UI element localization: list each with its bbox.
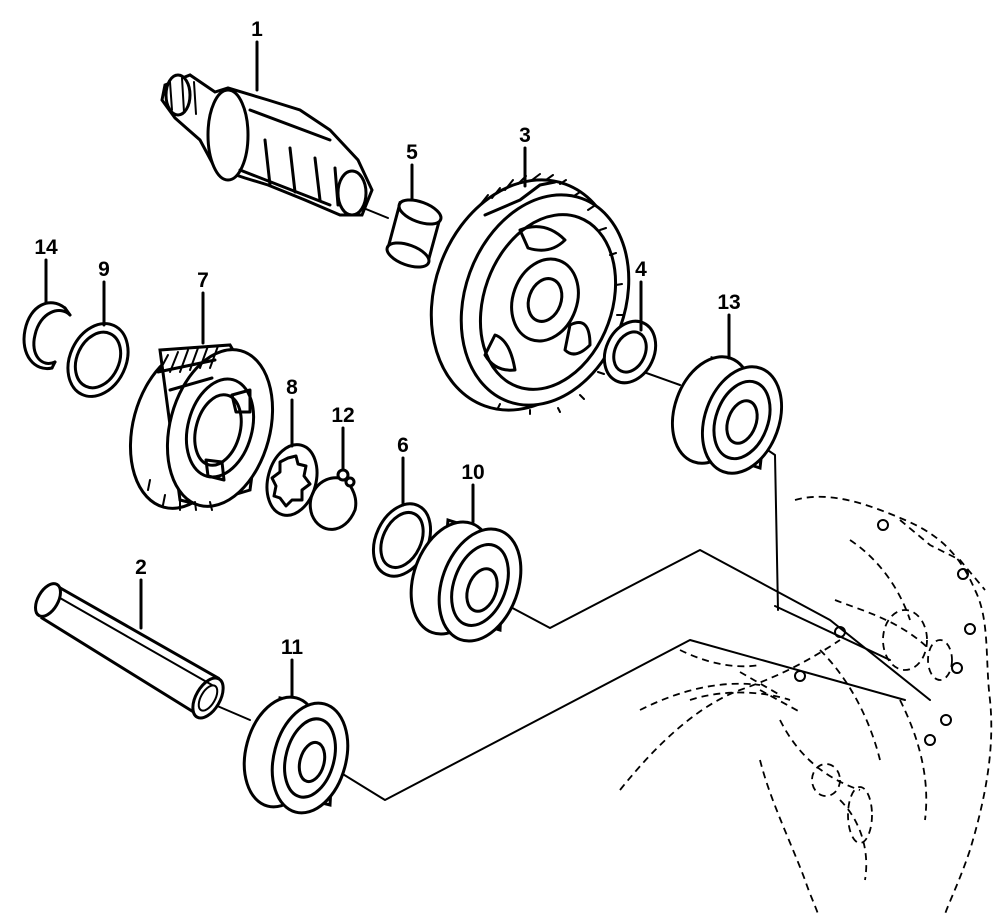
callout-12: 12: [331, 404, 354, 427]
callout-5: 5: [406, 141, 418, 164]
crankcase-outline: [619, 495, 993, 914]
bearing-13-part: [670, 355, 784, 475]
shaft-part: [160, 73, 374, 217]
washer-9-part: [66, 322, 130, 398]
large-gear-part: [429, 173, 631, 415]
callout-8: 8: [286, 376, 298, 399]
callout-10: 10: [461, 461, 484, 484]
splined-washer-part: [265, 443, 319, 517]
callout-labels: 1 2 3 4 5 6 7 8 9 10 11 12 13 14: [34, 18, 740, 659]
callout-2: 2: [135, 556, 147, 579]
callout-6: 6: [397, 434, 409, 457]
callout-leaders: [44, 40, 731, 699]
bushing-part: [385, 198, 443, 269]
callout-7: 7: [197, 269, 209, 292]
callout-3: 3: [519, 124, 531, 147]
washer-6-part: [371, 502, 433, 578]
callout-1: 1: [251, 18, 263, 41]
pin-part: [34, 582, 225, 720]
washer-4-part: [602, 319, 658, 385]
callout-13: 13: [717, 291, 740, 314]
circlip-12-part: [308, 468, 358, 531]
circlip-14-part: [22, 301, 72, 371]
small-gear-part: [128, 343, 275, 511]
callout-9: 9: [98, 258, 110, 281]
callout-14: 14: [34, 236, 58, 259]
callout-4: 4: [635, 258, 647, 281]
bearing-10-part: [409, 518, 523, 643]
callout-11: 11: [281, 636, 304, 659]
bearing-11-part: [242, 695, 350, 815]
